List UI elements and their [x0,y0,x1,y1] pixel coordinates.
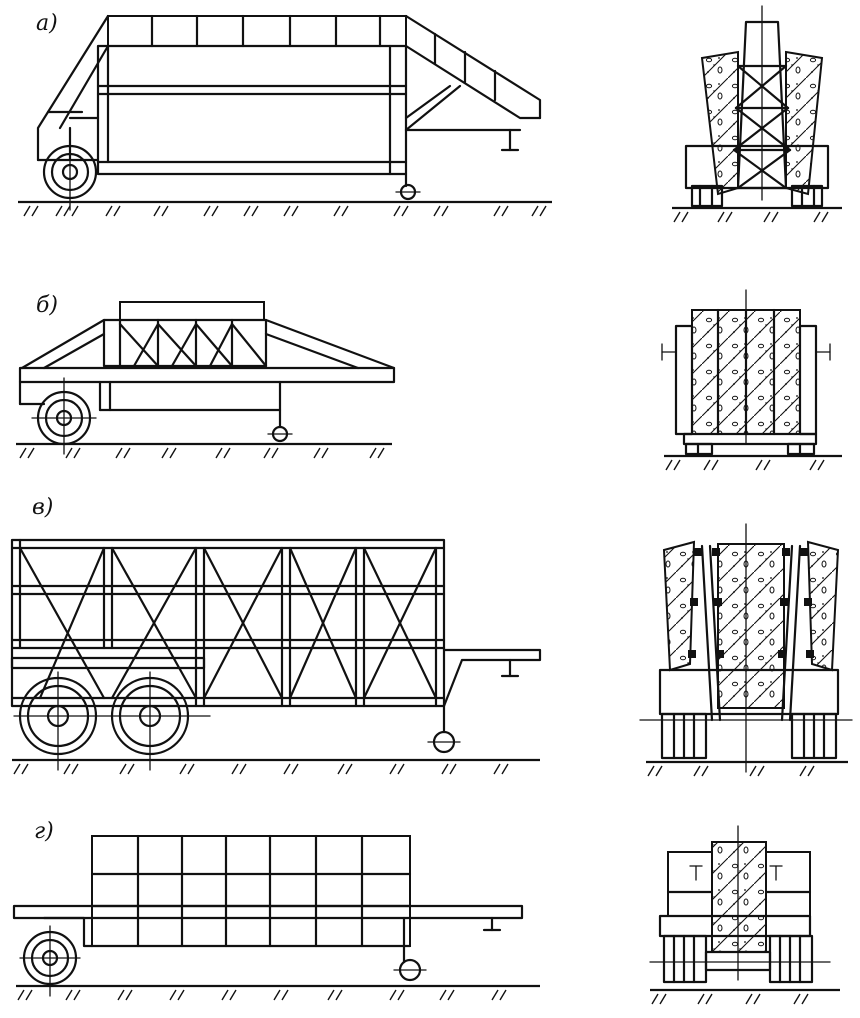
panel-b-label: б) [36,293,58,318]
panel-v-label: в) [32,495,53,520]
panel-g-label: г) [34,819,54,844]
panel-v-end-view [639,523,853,777]
panel-a-label: а) [36,11,58,36]
panel-a-side-view [18,14,552,217]
panel-b: б) [16,289,842,471]
panel-b-end-view [661,289,842,471]
panel-v: в) [10,495,853,777]
panel-a: а) [18,5,842,223]
panel-b-side-view [16,301,396,459]
panel-g-end-view [649,825,840,1005]
panel-g-side-view [12,834,540,1001]
panel-a-end-view [672,5,842,223]
panel-v-side-view [10,538,542,775]
panel-g: г) [12,819,840,1005]
